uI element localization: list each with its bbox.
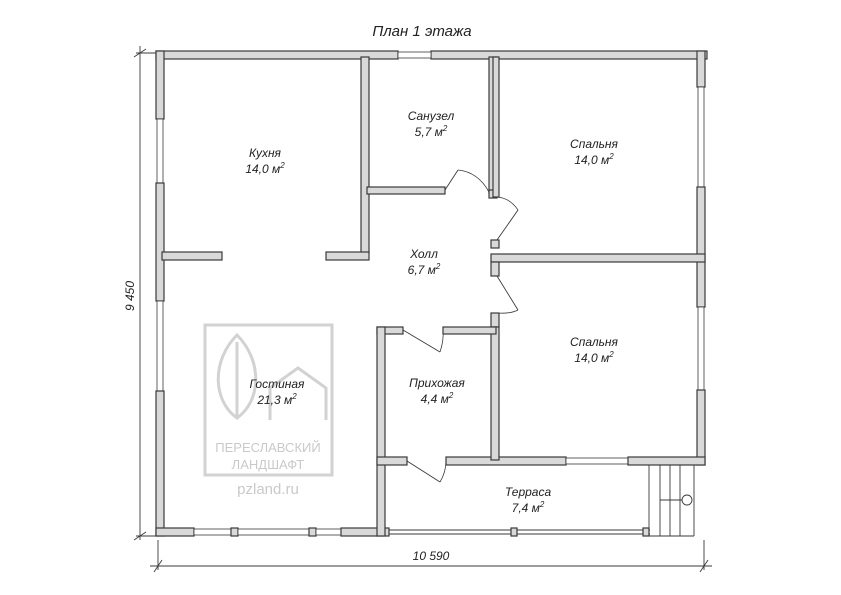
window-left-2 bbox=[156, 300, 164, 392]
watermark: ПЕРЕСЛАВСКИЙ ЛАНДШАФТ pzland.ru bbox=[203, 323, 334, 498]
wall-entry-bottom-stub bbox=[376, 456, 408, 466]
wall-bottom-pier-1 bbox=[230, 527, 239, 537]
room-bath-name: Санузел bbox=[408, 109, 455, 123]
room-bedroom1-area: 14,0 м2 bbox=[574, 152, 614, 167]
wall-left-bottom bbox=[155, 390, 165, 537]
door-terrace-arc bbox=[439, 460, 447, 483]
stair-arrow-icon bbox=[681, 494, 693, 506]
room-bedroom2-name: Спальня bbox=[570, 335, 618, 349]
room-hall-name: Холл bbox=[409, 247, 438, 261]
wall-left-top bbox=[155, 50, 165, 120]
room-bedroom1-name: Спальня bbox=[570, 137, 618, 151]
dim-height-label: 9 450 bbox=[123, 281, 137, 311]
room-terrace-name: Терраса bbox=[505, 485, 552, 499]
watermark-line1: ПЕРЕСЛАВСКИЙ bbox=[215, 440, 320, 455]
room-entry-name: Прихожая bbox=[409, 376, 465, 390]
window-right-1 bbox=[697, 86, 705, 188]
wall-right-top bbox=[696, 50, 706, 88]
watermark-url: pzland.ru bbox=[237, 481, 299, 498]
room-bedroom2-area: 14,0 м2 bbox=[574, 350, 614, 365]
leaf-logo-icon bbox=[216, 332, 258, 420]
wall-bath-bottom bbox=[366, 186, 446, 195]
wall-bedroom2-left bbox=[490, 326, 500, 461]
door-bath-arc bbox=[457, 169, 490, 193]
room-labels: Кухня 14,0 м2 Санузел 5,7 м2 Спальня 14,… bbox=[245, 109, 618, 515]
room-kitchen-name: Кухня bbox=[249, 146, 282, 160]
room-kitchen-area: 14,0 м2 bbox=[245, 161, 285, 176]
wall-bottom-left bbox=[155, 527, 195, 537]
door-jamb-3 bbox=[490, 261, 500, 277]
terrace-post-2 bbox=[642, 527, 650, 537]
wall-bottom-mid bbox=[340, 527, 390, 537]
house-logo-icon bbox=[268, 366, 328, 420]
dim-width-label: 10 590 bbox=[413, 549, 450, 563]
doors bbox=[402, 169, 519, 483]
wall-bedroom-left-top bbox=[492, 56, 500, 198]
window-bottom-3 bbox=[315, 528, 342, 536]
wall-right-mid bbox=[696, 186, 706, 308]
door-bedroom1-arc bbox=[496, 196, 519, 211]
door-jamb-2 bbox=[490, 239, 500, 249]
room-living-area: 21,3 м2 bbox=[256, 392, 297, 407]
door-entry-arc bbox=[439, 329, 444, 353]
terrace-post-1 bbox=[510, 527, 518, 537]
room-bath-area: 5,7 м2 bbox=[415, 124, 448, 139]
wall-terrace-top bbox=[445, 456, 567, 466]
wall-terrace-top-right bbox=[627, 456, 706, 466]
door-bedroom1 bbox=[496, 209, 519, 241]
window-terrace bbox=[565, 457, 629, 465]
watermark-line2: ЛАНДШАФТ bbox=[232, 457, 305, 472]
outer-walls bbox=[155, 50, 708, 537]
window-right-2 bbox=[697, 306, 705, 391]
room-hall-area: 6,7 м2 bbox=[408, 262, 441, 277]
wall-right-bottom bbox=[696, 389, 706, 466]
wall-left-mid bbox=[155, 182, 165, 302]
window-bottom-1 bbox=[193, 528, 232, 536]
room-entry-area: 4,4 м2 bbox=[421, 391, 454, 406]
interior-walls bbox=[161, 56, 706, 537]
plan-title: План 1 этажа bbox=[372, 23, 471, 40]
door-bath bbox=[444, 169, 459, 191]
wall-kitchen-right bbox=[360, 56, 370, 254]
wall-top-right bbox=[430, 50, 708, 60]
watermark-frame bbox=[203, 323, 334, 477]
window-bottom-2 bbox=[237, 528, 310, 536]
window-left-1 bbox=[156, 118, 164, 184]
door-bedroom2-arc bbox=[496, 309, 519, 314]
wall-bottom-pier-2 bbox=[308, 527, 317, 537]
wall-bedroom-divider bbox=[490, 253, 706, 263]
room-living-name: Гостиная bbox=[250, 377, 305, 391]
dimensions: 10 590 9 450 bbox=[123, 46, 712, 573]
terrace bbox=[389, 465, 695, 537]
door-entry bbox=[402, 329, 441, 353]
door-bedroom2 bbox=[496, 275, 519, 311]
wall-hall-bottom-right bbox=[442, 326, 497, 335]
door-terrace bbox=[406, 460, 441, 483]
door-jamb-4 bbox=[490, 312, 500, 328]
wall-kitchen-stub-right bbox=[325, 251, 370, 261]
window-top bbox=[397, 51, 432, 59]
wall-kitchen-stub-left bbox=[161, 251, 223, 261]
wall-entry-left bbox=[376, 326, 386, 537]
room-terrace-area: 7,4 м2 bbox=[512, 500, 545, 515]
